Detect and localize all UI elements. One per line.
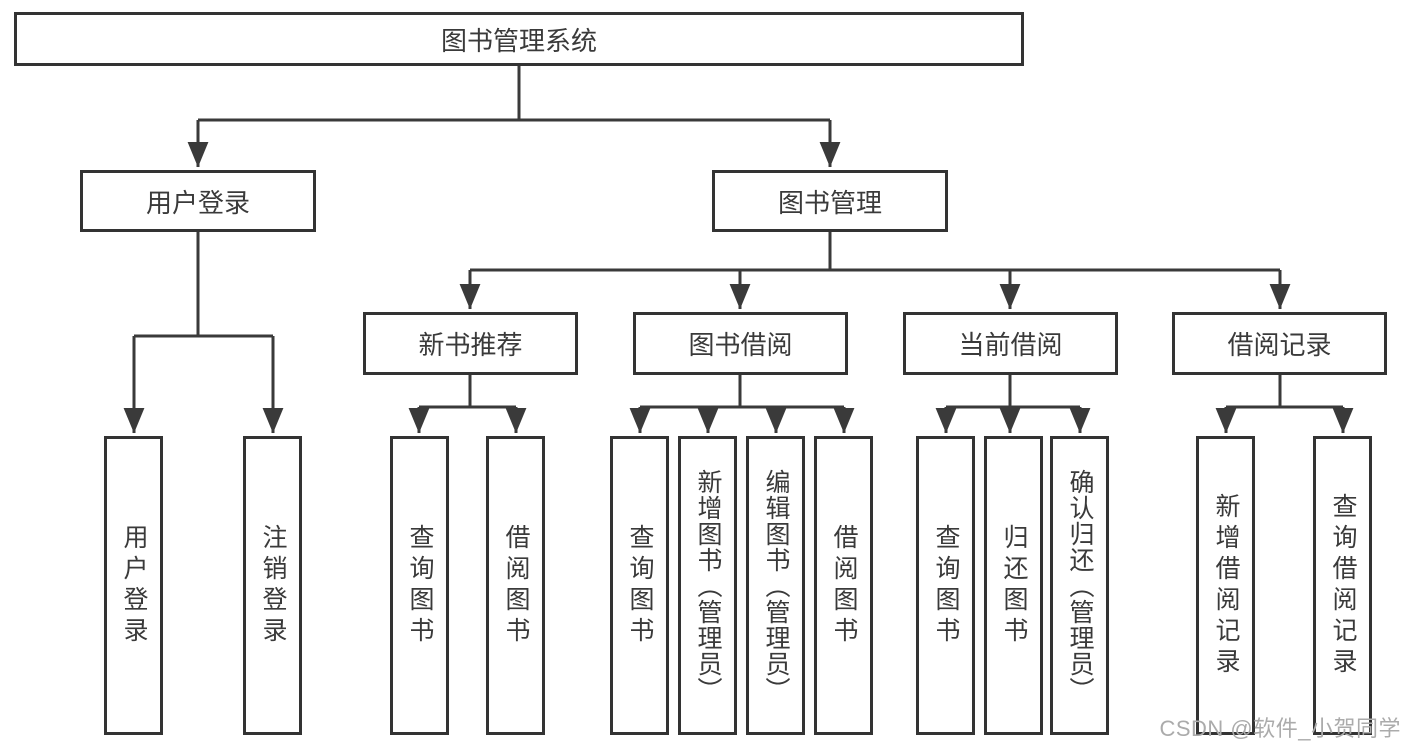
leaf-logout: 注销登录: [243, 436, 302, 735]
leaf-current-confirm-return-admin: 确认归还（管理员）: [1050, 436, 1109, 735]
node-current-borrowing: 当前借阅: [903, 312, 1118, 375]
leaf-current-return-books: 归还图书: [984, 436, 1043, 735]
leaf-records-query-record: 查询借阅记录: [1313, 436, 1372, 735]
node-book-borrowing: 图书借阅: [633, 312, 848, 375]
node-new-book-recommend: 新书推荐: [363, 312, 578, 375]
node-borrowing-records: 借阅记录: [1172, 312, 1387, 375]
leaf-current-query-books: 查询图书: [916, 436, 975, 735]
leaf-borrowing-borrow-books: 借阅图书: [814, 436, 873, 735]
watermark: CSDN @软件_小贺同学: [1159, 716, 1401, 741]
leaf-borrowing-query-books: 查询图书: [610, 436, 669, 735]
leaf-borrowing-edit-books-admin: 编辑图书（管理员）: [746, 436, 805, 735]
connector-group: [123, 66, 1354, 434]
node-book-management: 图书管理: [712, 170, 948, 232]
leaf-user-login: 用户登录: [104, 436, 163, 735]
leaf-recommend-query-books: 查询图书: [390, 436, 449, 735]
leaf-records-add-record: 新增借阅记录: [1196, 436, 1255, 735]
node-library-management-system: 图书管理系统: [14, 12, 1024, 66]
leaf-borrowing-add-books-admin: 新增图书（管理员）: [678, 436, 737, 735]
leaf-recommend-borrow-books: 借阅图书: [486, 436, 545, 735]
node-user-login: 用户登录: [80, 170, 316, 232]
